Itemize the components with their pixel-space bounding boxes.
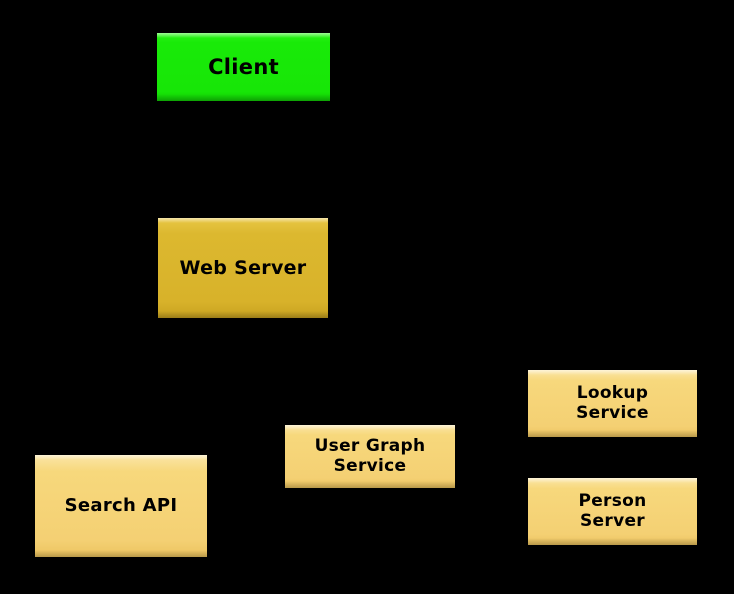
node-label-person-server: Person Server xyxy=(578,490,647,531)
node-label-lookup-service: Lookup Service xyxy=(576,382,649,423)
node-search-api[interactable]: Search API xyxy=(35,455,207,557)
node-web-server[interactable]: Web Server xyxy=(158,218,328,318)
node-lookup-service[interactable]: Lookup Service xyxy=(528,370,697,437)
node-person-server[interactable]: Person Server xyxy=(528,478,697,545)
node-user-graph-service[interactable]: User Graph Service xyxy=(285,425,455,488)
node-label-web-server: Web Server xyxy=(179,256,307,279)
node-label-search-api: Search API xyxy=(64,494,178,516)
node-label-user-graph-service: User Graph Service xyxy=(314,435,426,476)
node-client[interactable]: Client xyxy=(157,33,330,101)
node-label-client: Client xyxy=(208,54,279,79)
